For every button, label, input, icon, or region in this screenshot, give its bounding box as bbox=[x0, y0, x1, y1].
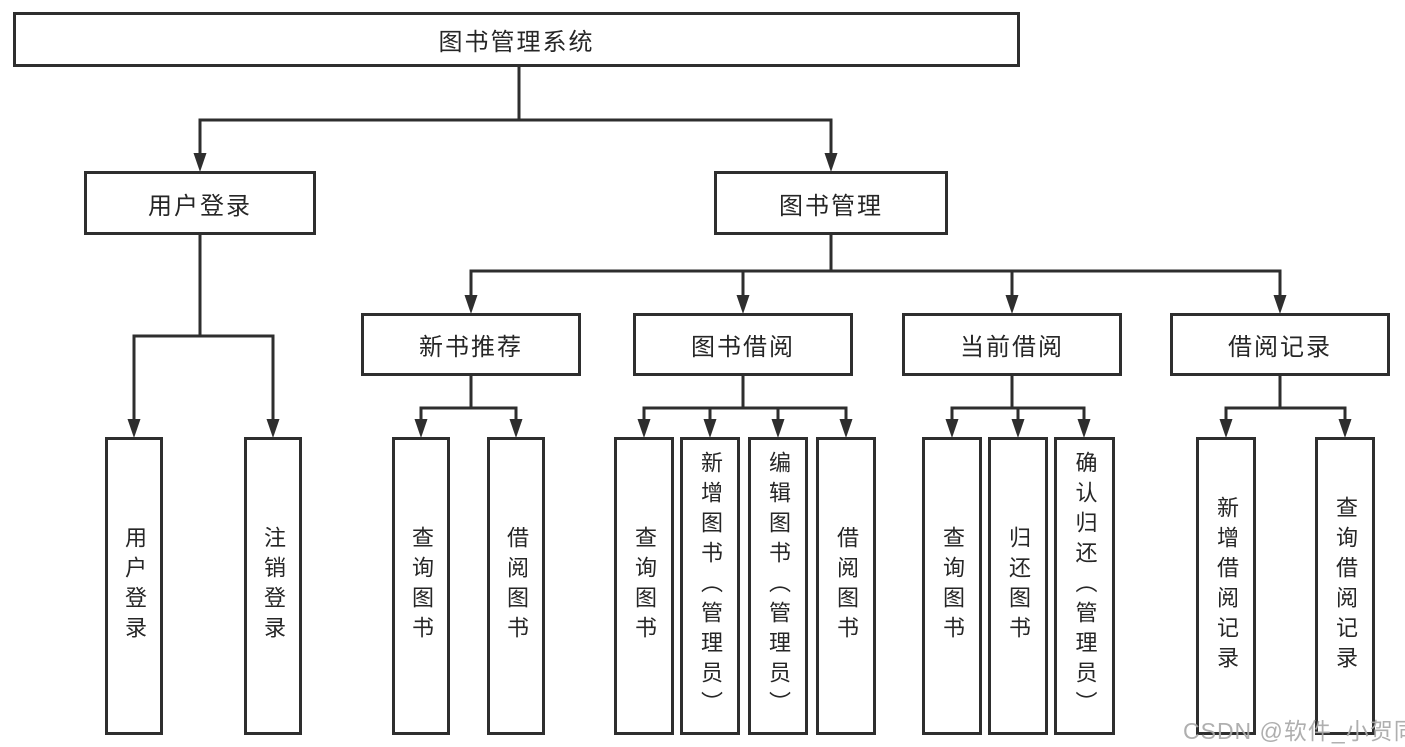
node-book-management: 图书管理 bbox=[714, 171, 948, 235]
connector-book-management-to-level3 bbox=[469, 233, 1282, 300]
connector-root-to-level2 bbox=[198, 65, 833, 158]
arrow-down-icon bbox=[703, 419, 717, 438]
leaf-current-confirm-return: 确认归还（管理员） bbox=[1054, 437, 1115, 735]
node-current-borrow: 当前借阅 bbox=[902, 313, 1122, 376]
leaf-current-query-book: 查询图书 bbox=[922, 437, 982, 735]
node-user-login: 用户登录 bbox=[84, 171, 316, 235]
arrowheads bbox=[127, 153, 1352, 438]
leaf-record-query: 查询借阅记录 bbox=[1315, 437, 1375, 735]
leaf-borrow-borrow-book: 借阅图书 bbox=[816, 437, 876, 735]
arrow-down-icon bbox=[1338, 419, 1352, 438]
node-book-borrow: 图书借阅 bbox=[633, 313, 853, 376]
arrow-down-icon bbox=[193, 153, 207, 172]
leaf-recommend-query-book: 查询图书 bbox=[392, 437, 450, 735]
watermark: CSDN @软件_小贺同学 bbox=[1183, 718, 1405, 744]
arrow-down-icon bbox=[464, 295, 478, 314]
arrow-down-icon bbox=[1011, 419, 1025, 438]
arrow-down-icon bbox=[945, 419, 959, 438]
arrow-down-icon bbox=[509, 419, 523, 438]
node-root-system: 图书管理系统 bbox=[13, 12, 1020, 67]
arrow-down-icon bbox=[637, 419, 651, 438]
arrow-down-icon bbox=[1273, 295, 1287, 314]
connector-borrow-record-children bbox=[1224, 374, 1347, 426]
leaf-record-add: 新增借阅记录 bbox=[1196, 437, 1256, 735]
arrow-down-icon bbox=[127, 419, 141, 438]
leaf-borrow-add-book: 新增图书（管理员） bbox=[680, 437, 740, 735]
arrow-down-icon bbox=[1219, 419, 1233, 438]
connector-book-borrow-children bbox=[642, 374, 848, 426]
arrow-down-icon bbox=[736, 295, 750, 314]
leaf-user-login: 用户登录 bbox=[105, 437, 163, 735]
leaf-logout: 注销登录 bbox=[244, 437, 302, 735]
arrow-down-icon bbox=[824, 153, 838, 172]
connector-user-login-children bbox=[132, 233, 275, 424]
arrow-down-icon bbox=[839, 419, 853, 438]
arrow-down-icon bbox=[771, 419, 785, 438]
node-new-book-recommend: 新书推荐 bbox=[361, 313, 581, 376]
arrow-down-icon bbox=[266, 419, 280, 438]
leaf-borrow-query-book: 查询图书 bbox=[614, 437, 674, 735]
connector-new-book-recommend-children bbox=[419, 374, 518, 426]
leaf-borrow-edit-book: 编辑图书（管理员） bbox=[748, 437, 808, 735]
arrow-down-icon bbox=[1005, 295, 1019, 314]
leaf-recommend-borrow-book: 借阅图书 bbox=[487, 437, 545, 735]
connector-current-borrow-children bbox=[950, 374, 1086, 426]
leaf-current-return-book: 归还图书 bbox=[988, 437, 1048, 735]
arrow-down-icon bbox=[1077, 419, 1091, 438]
node-borrow-record: 借阅记录 bbox=[1170, 313, 1390, 376]
arrow-down-icon bbox=[414, 419, 428, 438]
